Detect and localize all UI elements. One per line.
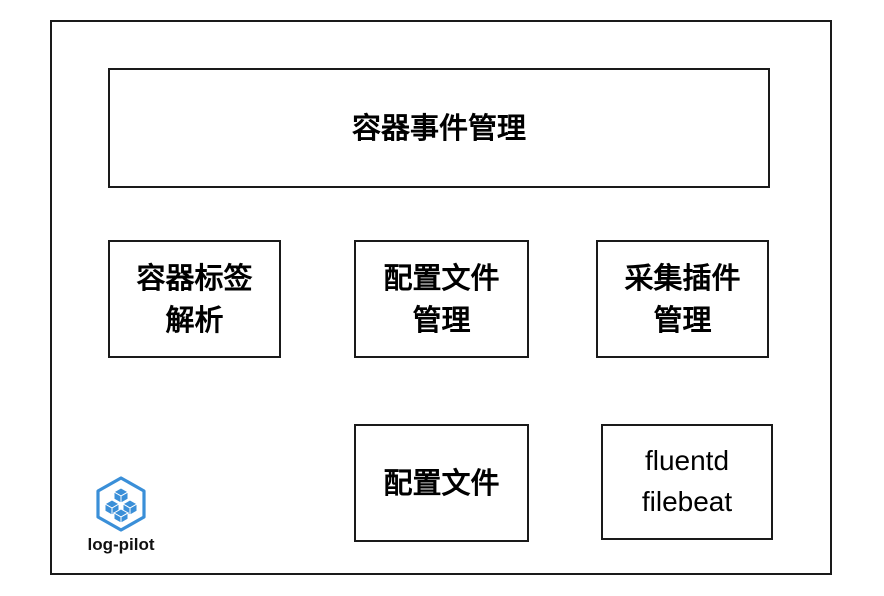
container-event-management-label: 容器事件管理 [351,110,526,145]
container-label-parsing-box: 容器标签 解析 [108,240,281,358]
log-pilot-wordmark: log-pilot [87,535,155,554]
config-file-management-box: 配置文件 管理 [354,240,529,358]
config-file-management-label: 配置文件 管理 [383,260,500,337]
diagram-frame [50,20,832,575]
container-label-parsing-label: 容器标签 解析 [136,260,253,337]
config-file-label: 配置文件 [383,465,500,500]
collector-plugin-management-label: 采集插件 管理 [624,260,741,337]
cube-cluster-icon [96,476,146,532]
collector-tools-box: fluentd filebeat [601,424,773,540]
container-event-management-box: 容器事件管理 [108,68,770,188]
collector-plugin-management-box: 采集插件 管理 [596,240,769,358]
collector-tools-label: fluentd filebeat [641,445,733,517]
log-pilot-logo: log-pilot [82,476,160,558]
config-file-box: 配置文件 [354,424,529,542]
